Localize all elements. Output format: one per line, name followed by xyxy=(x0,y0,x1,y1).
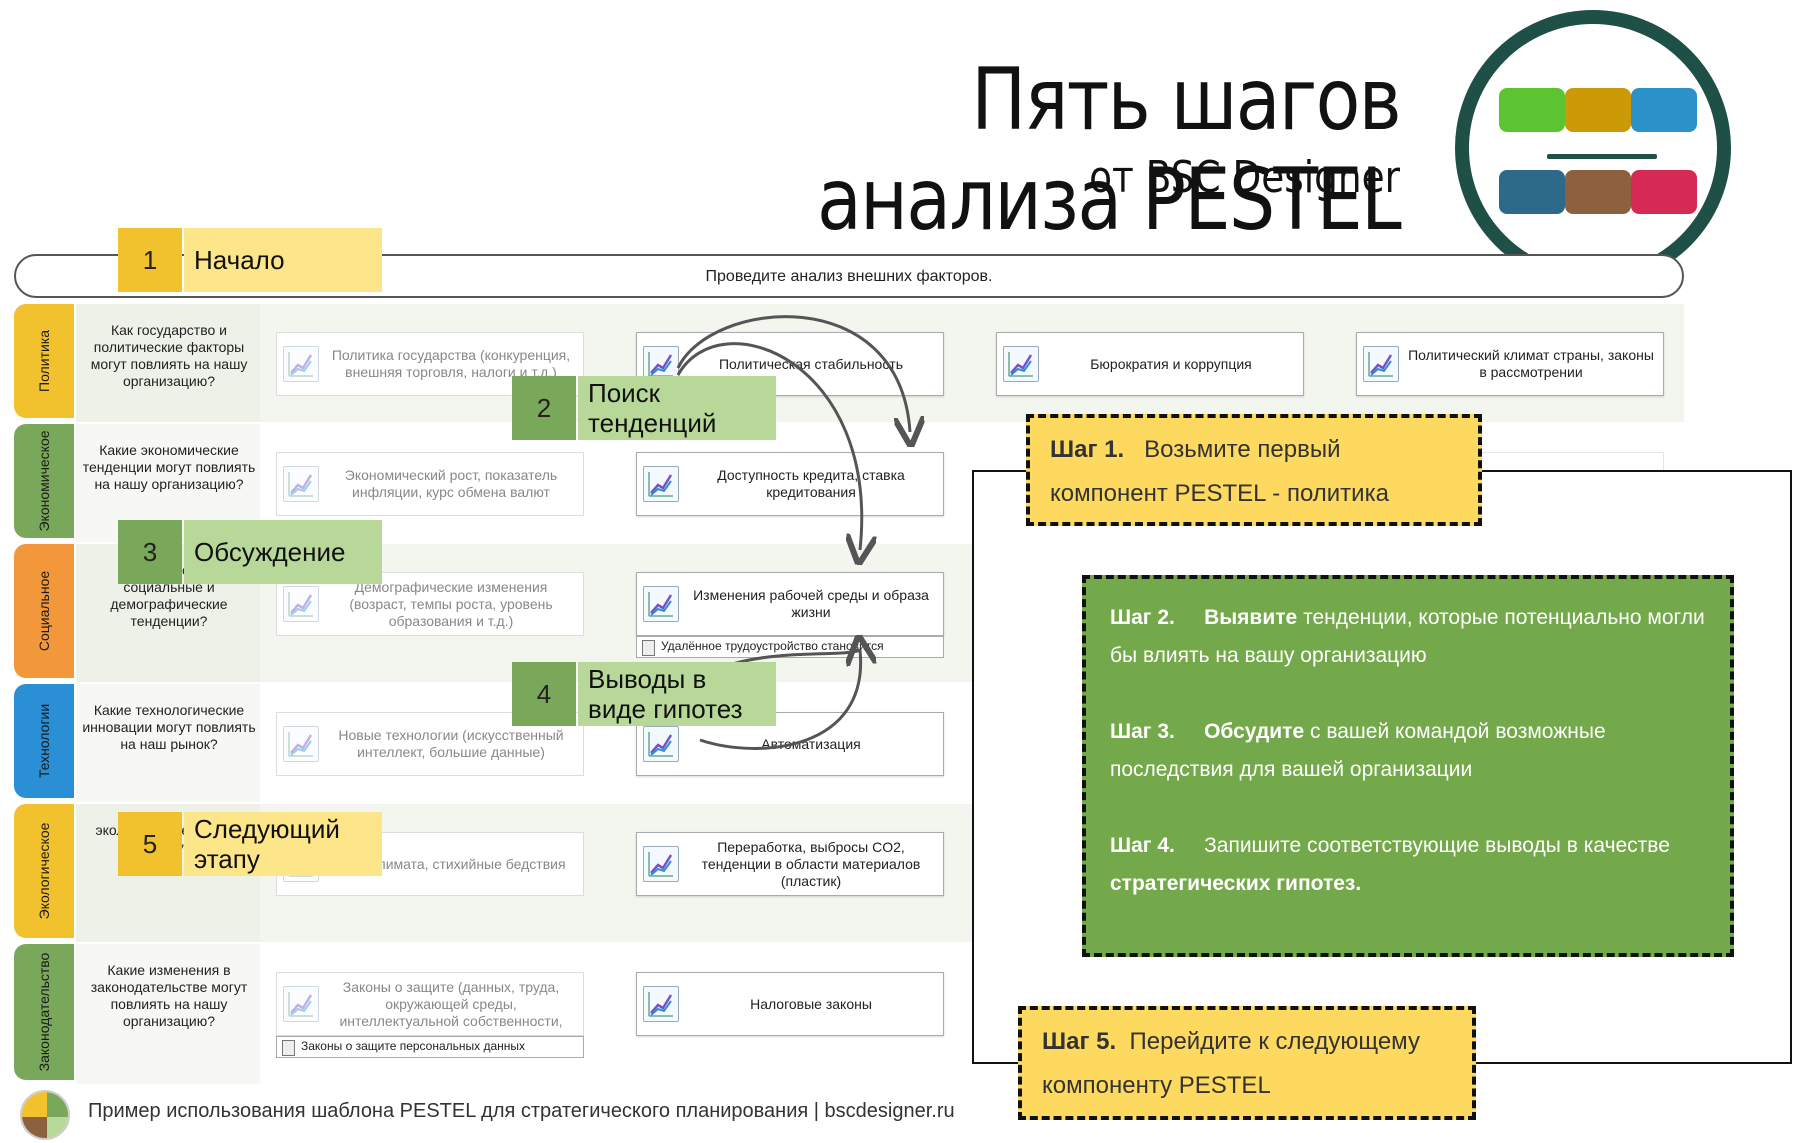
trend-card-text: Политика государства (конкуренция, внешн… xyxy=(331,347,571,380)
trend-card[interactable]: Политика государства (конкуренция, внешн… xyxy=(276,332,584,396)
trend-card[interactable]: Изменения рабочей среды и образа жизни xyxy=(636,572,944,636)
footer-logo xyxy=(20,1090,70,1140)
trend-card[interactable]: Налоговые законы xyxy=(636,972,944,1036)
trend-chart-icon xyxy=(283,586,319,622)
trend-card-text: Переработка, выбросы CO2, тенденции в об… xyxy=(701,838,921,889)
callout-bold: стратегических гипотез. xyxy=(1110,872,1362,895)
step-label: Следующий этапу xyxy=(184,812,382,876)
callout-head: Шаг 2. xyxy=(1110,606,1175,629)
page-title: Пять шагов анализа PESTEL xyxy=(817,50,1402,250)
row-column-shade xyxy=(76,684,260,802)
trend-note-text: Законы о защите персональных данных xyxy=(301,1039,526,1053)
logo-tile xyxy=(1499,170,1565,214)
trend-note[interactable]: Законы о защите персональных данных xyxy=(276,1036,584,1058)
step-label: Обсуждение xyxy=(184,520,382,584)
step-label: Начало xyxy=(184,228,382,292)
trend-chart-icon xyxy=(1363,346,1399,382)
callout-step-1: Шаг 1. Возьмите первый компонент PESTEL … xyxy=(1026,414,1482,526)
trend-card-text: Демографические изменения (возраст, темп… xyxy=(349,578,553,629)
callout-steps-2-4: Шаг 2. Выявите тенденции, которые потенц… xyxy=(1082,575,1734,957)
trend-chart-icon xyxy=(643,846,679,882)
trend-card-text: Политический климат страны, законы в рас… xyxy=(1408,347,1654,380)
arrow-curve xyxy=(676,342,862,550)
logo-tile xyxy=(1565,88,1631,132)
row-tab[interactable]: Экологическое xyxy=(14,804,74,938)
row-question: Какие технологические инновации могут по… xyxy=(82,702,256,752)
trend-chart-icon xyxy=(283,986,319,1022)
trend-card-text: Политическая стабильность xyxy=(718,355,904,372)
row-question: Какие изменения в законодательстве могут… xyxy=(90,962,248,1029)
callout-head: Шаг 1. xyxy=(1050,436,1125,463)
callout-step-5: Шаг 5. Перейдите к следующему компоненту… xyxy=(1018,1006,1476,1120)
row-column-shade xyxy=(76,944,260,1084)
page-subtitle: от BSC Designer xyxy=(1089,152,1400,203)
callout-text: Перейдите к следующему компоненту PESTEL xyxy=(1042,1028,1420,1099)
step-number: 4 xyxy=(512,662,576,726)
logo-tile xyxy=(1631,88,1697,132)
arrow-curve xyxy=(676,315,910,432)
trend-chart-icon xyxy=(643,466,679,502)
callout-step-3: Шаг 3. Обсудите с вашей командой возможн… xyxy=(1110,713,1706,789)
row-tab[interactable]: Законодательство xyxy=(14,944,74,1080)
step-number: 1 xyxy=(118,228,182,292)
trend-note-text: Удалённое трудоустройство становится xyxy=(661,639,884,653)
note-icon xyxy=(642,640,655,656)
step-label: Выводы в виде гипотез xyxy=(578,662,776,726)
trend-card[interactable]: Экономический рост, показатель инфляции,… xyxy=(276,452,584,516)
trend-card-text: Автоматизация xyxy=(761,735,861,752)
step-label: Поиск тенденций xyxy=(578,376,776,440)
row-question: Какие экономические тенденции могут повл… xyxy=(82,442,256,492)
footer-caption: Пример использования шаблона PESTEL для … xyxy=(88,1100,955,1122)
trend-card[interactable]: Бюрократия и коррупция xyxy=(996,332,1304,396)
trend-chart-icon xyxy=(643,986,679,1022)
logo-tile xyxy=(1631,170,1697,214)
row-column-shade xyxy=(76,304,260,422)
callout-head: Шаг 4. xyxy=(1110,834,1175,857)
row-tab[interactable]: Экономическое xyxy=(14,424,74,538)
trend-card[interactable]: Переработка, выбросы CO2, тенденции в об… xyxy=(636,832,944,896)
logo-divider xyxy=(1547,154,1657,159)
callout-step-4: Шаг 4. Запишите соответствующие выводы в… xyxy=(1110,827,1706,903)
trend-card-text: ения климата, стихийные бедствия xyxy=(336,855,566,872)
trend-card-text: Экономический рост, показатель инфляции,… xyxy=(344,467,558,500)
trend-chart-icon xyxy=(643,726,679,762)
arrow-curve xyxy=(699,650,861,750)
logo-tile xyxy=(1565,170,1631,214)
row-tab[interactable]: Социальное xyxy=(14,544,74,678)
callout-text: Запишите соответствующие выводы в качест… xyxy=(1204,834,1670,857)
trend-card-text: Новые технологии (искусственный интеллек… xyxy=(338,727,564,760)
callout-text: тенденции, которые потенциально могли бы… xyxy=(1110,606,1705,667)
callout-text: Возьмите первый компонент PESTEL - полит… xyxy=(1050,436,1389,507)
callout-bold: Обсудите xyxy=(1204,720,1305,743)
trend-chart-icon xyxy=(283,346,319,382)
step-number: 2 xyxy=(512,376,576,440)
row-tab[interactable]: Политика xyxy=(14,304,74,418)
trend-card[interactable]: Законы о защите (данных, труда, окружающ… xyxy=(276,972,584,1036)
note-icon xyxy=(282,1040,295,1056)
callout-head: Шаг 3. xyxy=(1110,720,1175,743)
callout-step-2: Шаг 2. Выявите тенденции, которые потенц… xyxy=(1110,599,1706,675)
step-number: 5 xyxy=(118,812,182,876)
callout-head: Шаг 5. xyxy=(1042,1028,1117,1055)
row-question: Как государство и политические факторы м… xyxy=(90,322,248,389)
step-number: 3 xyxy=(118,520,182,584)
logo-tile xyxy=(1499,88,1565,132)
row-tab[interactable]: Технологии xyxy=(14,684,74,798)
callout-text: с вашей командой возможные последствия д… xyxy=(1110,720,1606,781)
trend-card-text: Налоговые законы xyxy=(750,995,872,1012)
trend-card-text: Законы о защите (данных, труда, окружающ… xyxy=(339,978,563,1029)
banner-text: Проведите анализ внешних факторов. xyxy=(705,268,993,285)
trend-card[interactable]: Доступность кредита, ставка кредитования xyxy=(636,452,944,516)
trend-card-text: Бюрократия и коррупция xyxy=(1090,355,1252,372)
trend-chart-icon xyxy=(643,586,679,622)
trend-chart-icon xyxy=(1003,346,1039,382)
trend-chart-icon xyxy=(283,726,319,762)
trend-card-text: Изменения рабочей среды и образа жизни xyxy=(693,587,929,620)
trend-card[interactable]: Политический климат страны, законы в рас… xyxy=(1356,332,1664,396)
callout-bold: Выявите xyxy=(1204,606,1298,629)
trend-chart-icon xyxy=(283,466,319,502)
